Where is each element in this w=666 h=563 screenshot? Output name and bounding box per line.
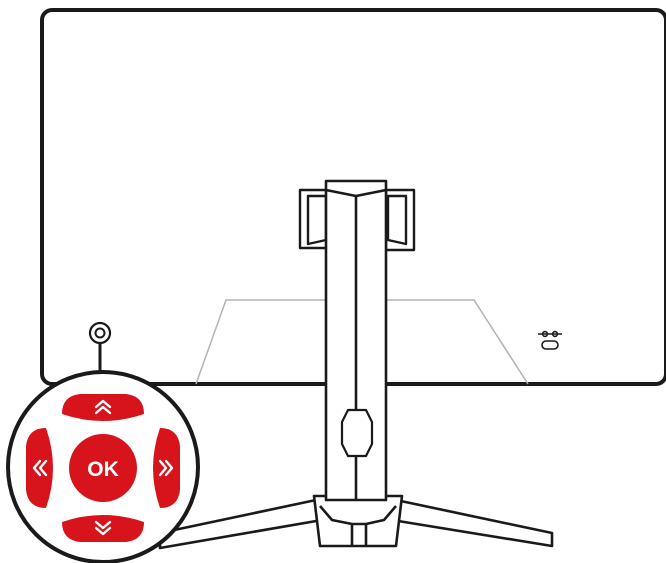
ok-button xyxy=(69,434,137,502)
chevron-up-icon xyxy=(94,399,112,409)
chevron-right-icon xyxy=(158,459,168,477)
chevron-left-icon-2 xyxy=(38,459,48,477)
chevron-right-icon-2 xyxy=(164,459,174,477)
ok-button-label: OK xyxy=(87,458,119,481)
joystick-button xyxy=(88,321,112,345)
stand-base xyxy=(158,494,554,550)
chevron-left-icon xyxy=(32,459,42,477)
joystick-zoom: OK xyxy=(6,370,200,563)
chevron-up-icon-2 xyxy=(94,405,112,415)
stand-column xyxy=(324,179,388,502)
kensington-lock-icon xyxy=(538,330,562,350)
hinge-bracket-left xyxy=(298,188,330,250)
chevron-down-icon-2 xyxy=(94,526,112,536)
cable-management-hole xyxy=(340,408,374,458)
chevron-down-icon xyxy=(94,520,112,530)
hinge-bracket-right xyxy=(384,188,416,252)
